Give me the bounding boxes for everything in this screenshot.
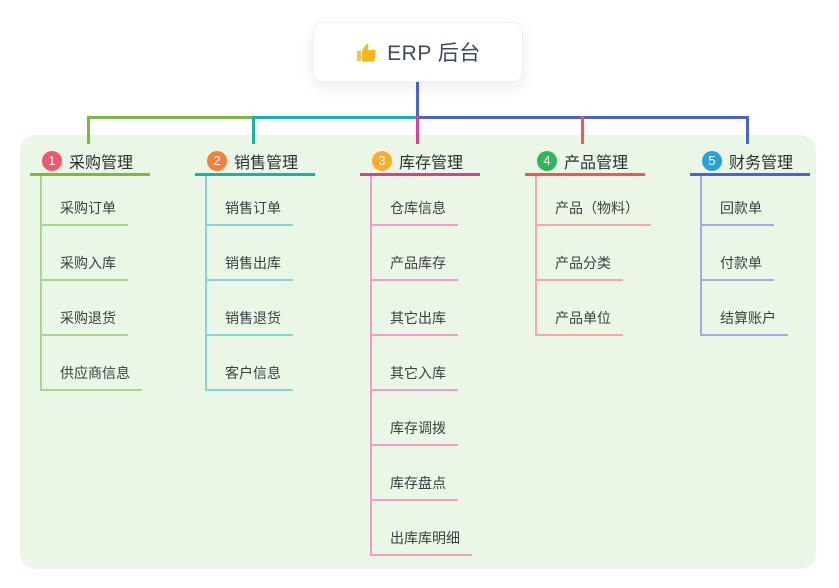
child-label: 库存调拨 bbox=[372, 418, 458, 446]
child-node[interactable]: 产品（物料） bbox=[537, 176, 695, 226]
branch-purchase: 1 采购管理 采购订单 采购入库 采购退货 供应商信息 bbox=[30, 148, 200, 391]
branch-title: 采购管理 bbox=[69, 154, 134, 172]
branch-number-badge: 1 bbox=[42, 150, 62, 171]
child-node[interactable]: 产品库存 bbox=[372, 226, 530, 281]
branch-header[interactable]: 2 销售管理 bbox=[195, 148, 315, 176]
child-node[interactable]: 供应商信息 bbox=[42, 336, 200, 391]
branch-header[interactable]: 5 财务管理 bbox=[690, 148, 810, 176]
child-label: 销售退货 bbox=[207, 308, 293, 336]
child-label: 采购订单 bbox=[42, 198, 128, 226]
child-node[interactable]: 客户信息 bbox=[207, 336, 365, 391]
branch-title: 产品管理 bbox=[564, 154, 629, 172]
child-label: 库存盘点 bbox=[372, 473, 458, 501]
connector-bus-segment-teal bbox=[253, 116, 418, 119]
child-label: 结算账户 bbox=[702, 308, 788, 336]
connector-drop-purchase bbox=[87, 116, 90, 144]
child-label: 产品分类 bbox=[537, 253, 623, 281]
child-node[interactable]: 销售出库 bbox=[207, 226, 365, 281]
child-label: 供应商信息 bbox=[42, 363, 142, 391]
child-node[interactable]: 库存盘点 bbox=[372, 446, 530, 501]
connector-drop-product bbox=[581, 116, 584, 144]
child-node[interactable]: 出库库明细 bbox=[372, 501, 530, 556]
child-node[interactable]: 结算账户 bbox=[702, 281, 839, 336]
connector-bus-segment-green bbox=[87, 116, 253, 119]
branch-children: 仓库信息 产品库存 其它出库 其它入库 库存调拨 库存盘点 出库库明细 bbox=[370, 176, 530, 556]
branch-children: 采购订单 采购入库 采购退货 供应商信息 bbox=[40, 176, 200, 391]
child-label: 仓库信息 bbox=[372, 198, 458, 226]
connector-drop-inventory bbox=[416, 116, 419, 144]
root-title: ERP 后台 bbox=[387, 42, 481, 65]
root-connector-line bbox=[416, 82, 419, 118]
child-label: 产品库存 bbox=[372, 253, 458, 281]
child-node[interactable]: 仓库信息 bbox=[372, 176, 530, 226]
connector-drop-sales bbox=[252, 116, 255, 144]
child-label: 产品单位 bbox=[537, 308, 623, 336]
child-label: 产品（物料） bbox=[537, 198, 651, 226]
root-node[interactable]: ERP 后台 bbox=[313, 22, 523, 82]
thumbs-up-icon bbox=[355, 41, 378, 64]
branch-number-badge: 2 bbox=[207, 150, 227, 171]
branch-title: 财务管理 bbox=[729, 154, 794, 172]
branches-panel bbox=[20, 135, 816, 569]
child-label: 采购退货 bbox=[42, 308, 128, 336]
branch-product: 4 产品管理 产品（物料） 产品分类 产品单位 bbox=[525, 148, 695, 336]
branch-number-badge: 4 bbox=[537, 150, 557, 171]
child-node[interactable]: 产品单位 bbox=[537, 281, 695, 336]
child-node[interactable]: 采购入库 bbox=[42, 226, 200, 281]
child-node[interactable]: 其它出库 bbox=[372, 281, 530, 336]
branch-children: 回款单 付款单 结算账户 bbox=[700, 176, 839, 336]
child-label: 采购入库 bbox=[42, 253, 128, 281]
branch-finance: 5 财务管理 回款单 付款单 结算账户 bbox=[690, 148, 839, 336]
child-label: 出库库明细 bbox=[372, 528, 472, 556]
child-node[interactable]: 回款单 bbox=[702, 176, 839, 226]
child-label: 销售订单 bbox=[207, 198, 293, 226]
child-node[interactable]: 其它入库 bbox=[372, 336, 530, 391]
branch-children: 产品（物料） 产品分类 产品单位 bbox=[535, 176, 695, 336]
child-node[interactable]: 采购订单 bbox=[42, 176, 200, 226]
branch-header[interactable]: 3 库存管理 bbox=[360, 148, 480, 176]
branch-header[interactable]: 1 采购管理 bbox=[30, 148, 150, 176]
branch-number-badge: 3 bbox=[372, 150, 392, 171]
branch-children: 销售订单 销售出库 销售退货 客户信息 bbox=[205, 176, 365, 391]
child-node[interactable]: 付款单 bbox=[702, 226, 839, 281]
branch-title: 库存管理 bbox=[399, 154, 464, 172]
branch-header[interactable]: 4 产品管理 bbox=[525, 148, 645, 176]
child-node[interactable]: 采购退货 bbox=[42, 281, 200, 336]
child-label: 回款单 bbox=[702, 198, 774, 226]
child-label: 其它出库 bbox=[372, 308, 458, 336]
connector-drop-finance bbox=[746, 116, 749, 144]
child-node[interactable]: 产品分类 bbox=[537, 226, 695, 281]
child-label: 其它入库 bbox=[372, 363, 458, 391]
child-label: 付款单 bbox=[702, 253, 774, 281]
branch-sales: 2 销售管理 销售订单 销售出库 销售退货 客户信息 bbox=[195, 148, 365, 391]
child-label: 销售出库 bbox=[207, 253, 293, 281]
branch-inventory: 3 库存管理 仓库信息 产品库存 其它出库 其它入库 库存调拨 库存盘点 出库库… bbox=[360, 148, 530, 556]
child-node[interactable]: 销售订单 bbox=[207, 176, 365, 226]
branch-number-badge: 5 bbox=[702, 150, 722, 171]
child-node[interactable]: 销售退货 bbox=[207, 281, 365, 336]
child-label: 客户信息 bbox=[207, 363, 293, 391]
branch-title: 销售管理 bbox=[234, 154, 299, 172]
child-node[interactable]: 库存调拨 bbox=[372, 391, 530, 446]
